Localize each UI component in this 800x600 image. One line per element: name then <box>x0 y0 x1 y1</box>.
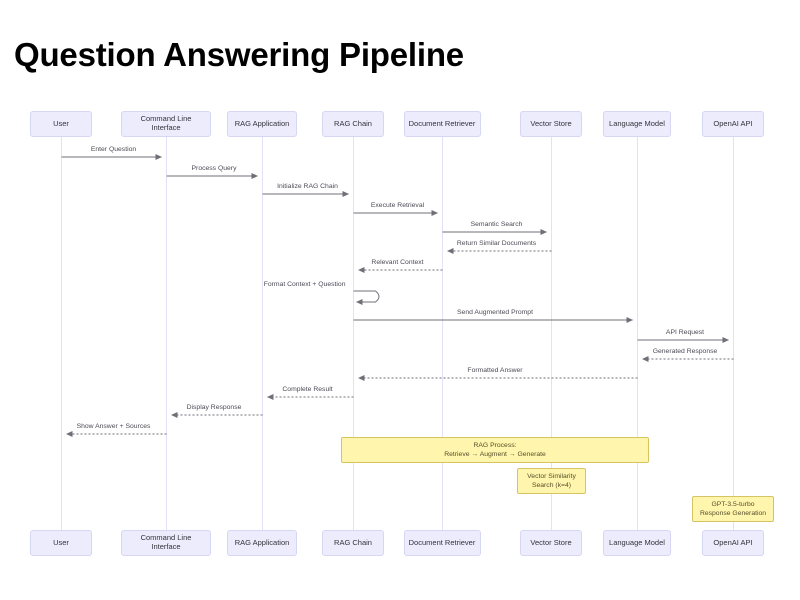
participant-bottom-user[interactable]: User <box>30 530 92 556</box>
participant-label: OpenAI API <box>713 118 753 128</box>
participant-label: Language Model <box>609 118 665 128</box>
participant-label: Command Line Interface <box>140 114 192 132</box>
participant-top-ragapp[interactable]: RAG Application <box>227 111 297 137</box>
participant-bottom-openai[interactable]: OpenAI API <box>702 530 764 556</box>
participant-top-docret[interactable]: Document Retriever <box>403 111 481 137</box>
message-arrow-self-7 <box>353 290 380 305</box>
participant-top-vstore[interactable]: Vector Store <box>520 111 582 137</box>
message-label: API Request <box>665 329 705 336</box>
participant-top-user[interactable]: User <box>30 111 92 137</box>
message-label: Show Answer + Sources <box>76 423 151 430</box>
message-label: Display Response <box>186 404 242 411</box>
message-label: Format Context + Question <box>263 281 346 288</box>
participant-label: Vector Store <box>530 537 572 547</box>
note-rag-process: RAG Process: Retrieve → Augment → Generat… <box>341 437 649 463</box>
participant-bottom-docret[interactable]: Document Retriever <box>403 530 481 556</box>
participant-label: Language Model <box>609 537 665 547</box>
message-label: Generated Response <box>652 348 718 355</box>
message-label: Initialize RAG Chain <box>277 183 338 190</box>
message-label: Semantic Search <box>470 221 523 228</box>
participant-label: OpenAI API <box>713 537 753 547</box>
participant-top-chain[interactable]: RAG Chain <box>322 111 384 137</box>
message-label: Return Similar Documents <box>456 240 537 247</box>
participant-label: User <box>53 118 69 128</box>
note-line: RAG Process: <box>473 441 517 449</box>
participant-top-openai[interactable]: OpenAI API <box>702 111 764 137</box>
participant-label: Document Retriever <box>408 537 476 547</box>
participant-bottom-cli[interactable]: Command Line Interface <box>121 530 211 556</box>
note-line: Vector Similarity <box>527 472 576 480</box>
participant-top-lm[interactable]: Language Model <box>603 111 671 137</box>
message-label: Execute Retrieval <box>370 202 425 209</box>
note-line: Search (k=4) <box>531 482 572 489</box>
participant-label: RAG Chain <box>334 118 372 128</box>
participant-label: Vector Store <box>530 118 572 128</box>
participant-label: RAG Application <box>234 118 290 128</box>
message-label: Process Query <box>191 165 237 172</box>
participant-label: User <box>53 537 69 547</box>
participant-label: Document Retriever <box>408 118 476 128</box>
participant-label: Command Line Interface <box>140 533 192 551</box>
note-line: Response Generation <box>699 510 767 517</box>
note-line: GPT-3.5-turbo <box>711 500 755 508</box>
participant-bottom-chain[interactable]: RAG Chain <box>322 530 384 556</box>
participant-bottom-vstore[interactable]: Vector Store <box>520 530 582 556</box>
message-label: Send Augmented Prompt <box>457 309 533 316</box>
participant-bottom-lm[interactable]: Language Model <box>603 530 671 556</box>
message-label: Relevant Context <box>371 259 424 266</box>
participant-bottom-ragapp[interactable]: RAG Application <box>227 530 297 556</box>
note-line: Retrieve → Augment → Generate <box>444 451 546 458</box>
participant-label: RAG Application <box>234 537 290 547</box>
message-label: Formatted Answer <box>467 367 523 374</box>
message-label: Enter Question <box>90 146 137 153</box>
message-label: Complete Result <box>282 386 333 393</box>
participant-top-cli[interactable]: Command Line Interface <box>121 111 211 137</box>
participant-label: RAG Chain <box>334 537 372 547</box>
page-title: Question Answering Pipeline <box>14 36 464 73</box>
